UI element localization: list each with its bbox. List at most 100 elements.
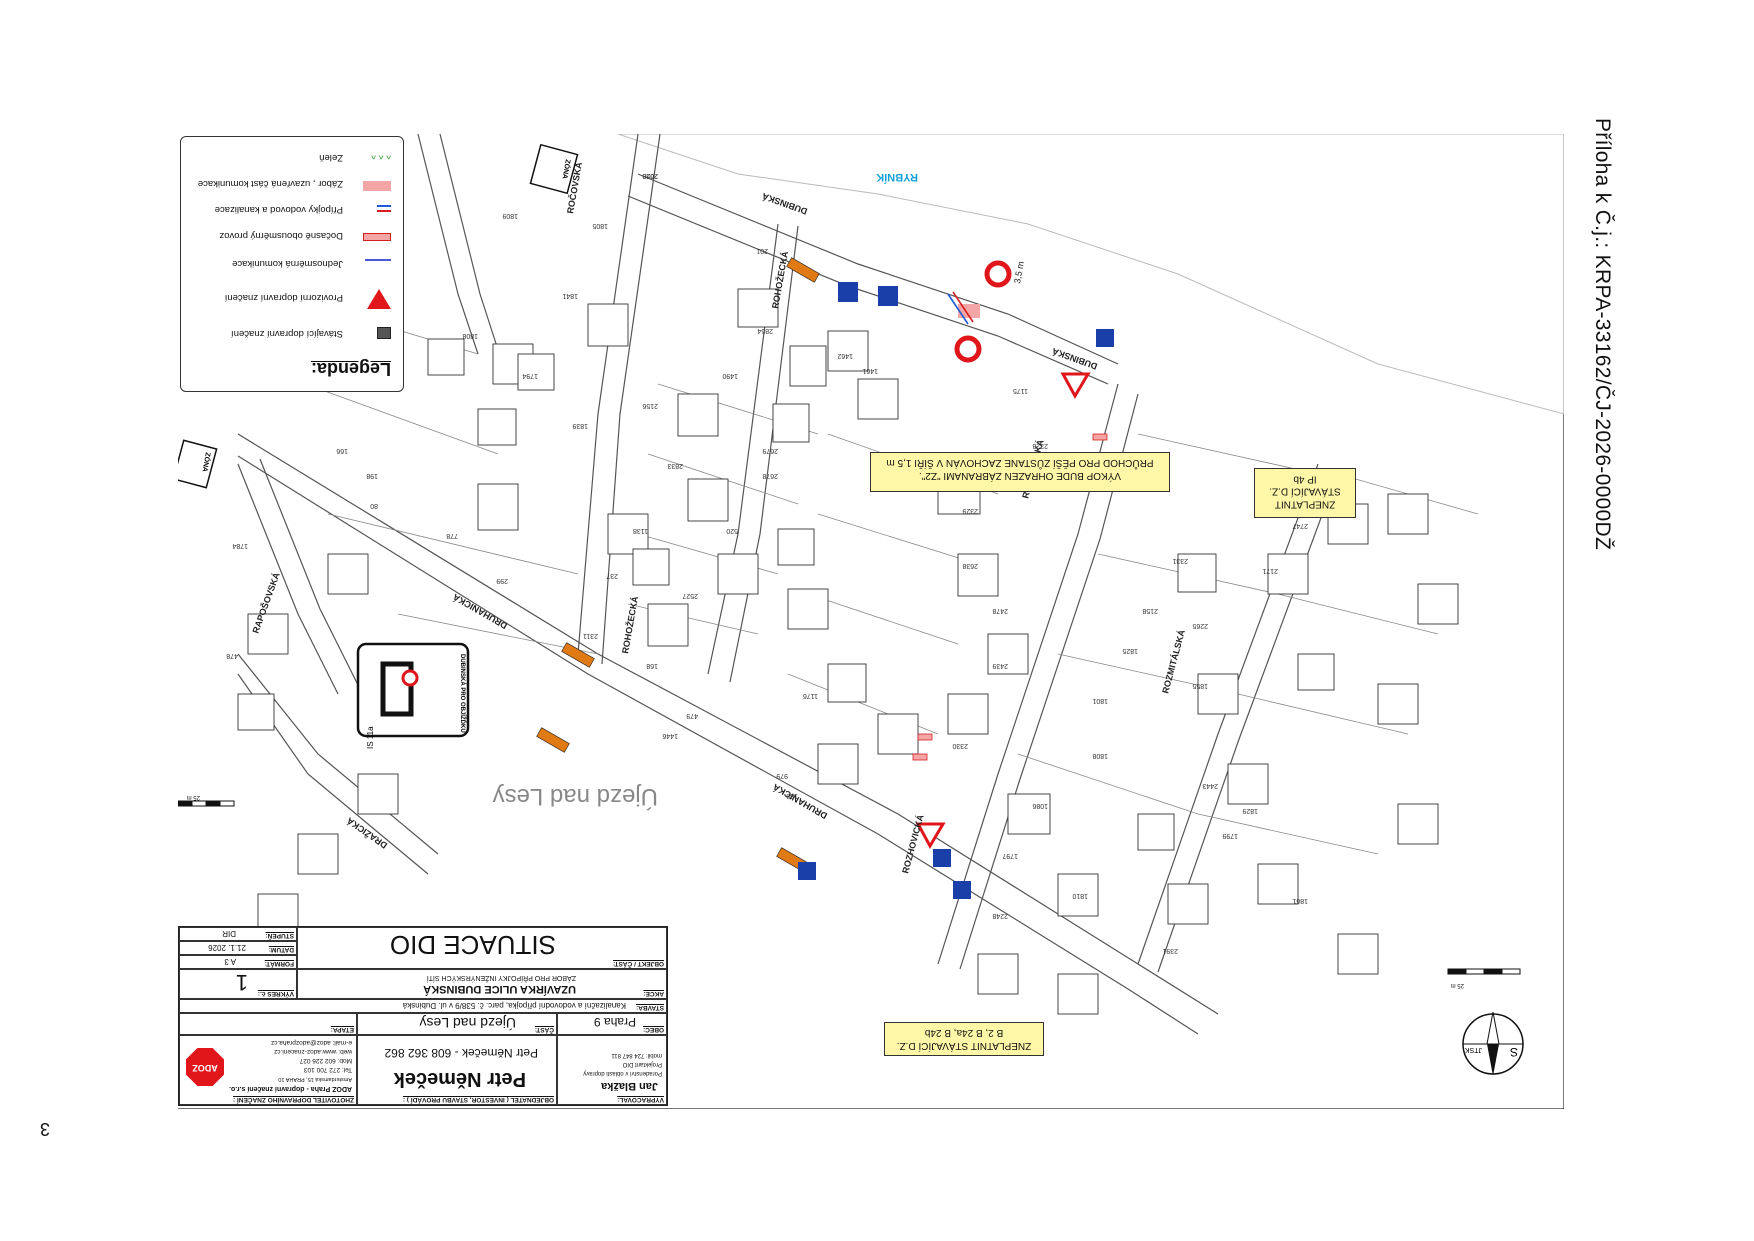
tb-action-1: ZÁBOR PRO PŘÍPOJKY INŽENÝRSKÝCH SÍTÍ [426,974,576,981]
is11a-code: IS 11a [366,726,375,749]
parcel-number: 2638 [962,562,978,569]
parcel-number: 2028 [642,172,658,179]
parcel-number: 2265 [1192,622,1208,629]
adoz-logo-text: ADOZ [192,1063,218,1073]
twoway-arrow-icon [355,227,391,241]
parcel-number: 1794 [522,372,538,379]
tb-author: VYPRACOVAL: Jan Blažka Poradenství v obl… [557,1035,667,1105]
note-b2-line1: ZNEPLATNIT STÁVAJÍCÍ D.Z. [896,1040,1032,1051]
tb-municipality-value: Praha 9 [593,1015,636,1029]
map-drawing: DUBINSKÁ ROHOŽECKÁ ROČOVSKÁ DRUHANICKÁ R… [178,134,1564,1109]
street-label-7: DRAŽICKÁ [344,815,389,851]
legend-item-5: Zábor , uzavřená část komunikace [197,178,343,189]
note-b2-line2: B 2, B 24a, B 24b [924,1027,1004,1039]
detour-sign-is11a: IS 11a DUBINSKÁ PRO OBJÍŽĎKU [356,642,470,749]
tb-stage-value: DIR [222,929,236,938]
tb-part: ČÁST: Újezd nad Lesy [357,1013,557,1035]
service-connections [947,291,974,325]
parcel-number: 237 [606,572,618,579]
parcel-number: 2311 [583,632,598,639]
note-invalidate-ip4b: ZNEPLATNIT STÁVAJÍCÍ D.Z. IP 4b [1254,468,1356,518]
parcel-number: 2171 [1262,567,1278,574]
parcel-numbers: 2028180918051841180820128541794183921561… [226,172,1308,954]
parcel-number: 168 [646,662,658,669]
page-number: 3 [40,1119,51,1139]
parcel-number: 778 [446,532,458,539]
sign-b1-closure [954,260,1012,363]
tb-client-name: Petr Němeček [393,1068,526,1090]
tb-action: AKCE: UZAVÍRKA ULICE DUBINSKÁ ZÁBOR PRO … [297,969,667,999]
legend-item-3: Dočasně obousměrný provoz [219,230,343,241]
note-excavation-line1: VÝKOP BUDE OHRAZEN ZÁBRANAMI "Z2". [919,470,1121,481]
temp-sign-icon [355,289,391,309]
sign-a9-triangle [915,372,1091,850]
tb-stage: STUPEŇ: DIR [179,927,297,941]
annex-label: Příloha k Č.j.: KRPA-33162/ČJ-2026-0000D… [1591,118,1614,551]
legend-item-2: Jednosměrná komunikace [232,258,343,269]
adoz-logo-icon: ADOZ [186,1048,224,1086]
parcel-number: 1808 [1092,752,1108,759]
tb-construction-value: Kanalizační a vodovodní přípojka, parc. … [402,1001,626,1010]
tb-contractor-5: e-mail: adoz@adozpraha.cz [270,1039,352,1046]
parcel-number: 1808 [462,332,478,339]
scale-label-right: 25 m [1451,982,1464,988]
parcel-number: 2650 [642,172,658,179]
legend-item-6: Zeleň [319,152,343,163]
note-ip4b-line1: ZNEPLATNIT [1274,498,1336,510]
road-dubinska [627,173,1119,385]
parcel-number: 1138 [633,527,648,534]
tb-author-label: VYPRACOVAL: [617,1096,664,1103]
road-rohozecka [577,134,799,683]
parcel-number: 188 [786,792,798,799]
tb-contractor-label: ZHOTOVITEL DOPRAVNÍHO ZNAČENÍ : [233,1096,354,1103]
scale-bar-right: 25 m [1447,968,1521,988]
parcel-number: 2747 [1292,522,1308,529]
tb-author-role-2: mobil: 724 847 811 [611,1052,662,1058]
legend-item-4: Přípojky vodovod a kanalizace [214,204,343,215]
dimension-label: 3,5 m [1012,260,1026,284]
existing-sign-icon [355,325,391,339]
tb-contractor-0: ADOZ Praha - dopravní značení s.r.o. [229,1085,352,1092]
district-label: Újezd nad Lesy [493,783,658,810]
parcel-number: 1490 [722,372,738,379]
parcel-number: 2328 [1032,442,1048,449]
parcel-number: 299 [496,577,508,584]
tb-drawing-no-label: VÝKRES č.: [257,990,294,997]
tb-author-name: Jan Blažka [601,1080,658,1092]
note-invalidate-b2: ZNEPLATNIT STÁVAJÍCÍ D.Z. B 2, B 24a, B … [884,1022,1044,1056]
parcel-number: 1825 [1122,647,1138,654]
pond-area [617,134,1564,415]
tb-client-label: OBJEDNATEL ( INVESTOR, STAVBU PROVÁDÍ ) … [402,1096,554,1103]
legend-item-1: Provizorní dopravní značení [224,292,343,303]
is11a-detour-text: DUBINSKÁ PRO OBJÍŽĎKU [459,654,467,733]
parcel-number: 479 [686,712,698,719]
zone-sign-left: ZÓNA [178,439,218,489]
zone-sign-top: ZÓNA [529,143,579,195]
parcel-number: 1462 [837,352,853,359]
tb-date: DATUM: 21.1. 2026 [179,941,297,955]
tb-action-label: AKCE: [643,990,664,997]
tb-contractor-2: Tel: 272 700 103 [303,1066,352,1073]
tb-date-label: DATUM: [268,946,294,953]
closure-area-icon [355,177,391,191]
pond-label: RYBNÍK [876,171,918,184]
parcel-number: 166 [336,447,348,454]
tb-part-value: Újezd nad Lesy [419,1015,516,1031]
parcel-number: 1839 [572,422,588,429]
parcel-number: 2679 [762,447,778,454]
tb-contractor-3: Mob: 602 226 027 [299,1057,352,1064]
parcel-number: 2833 [667,462,683,469]
tb-phase: ETAPA: [179,1013,357,1035]
parcel-number: 2854 [757,327,773,334]
greenery-icon: ^ ^ ^ [371,149,391,160]
street-label-3: DRUHANICKÁ [451,592,509,631]
north-jtsk: JTSK [1465,1046,1482,1053]
parcel-number: 478 [226,652,238,659]
street-label-roz2: ROZHOVICKÁ [900,813,925,875]
tb-drawing-number: 1 [235,970,248,995]
note-excavation-line2: PRŮCHOD PRO PĚŠÍ ZŮSTANE ZACHOVÁN V ŠÍŘI… [886,457,1154,469]
parcel-number: 1841 [562,292,578,299]
parcel-number: 2478 [992,607,1008,614]
temporary-barriers [536,257,820,873]
map-area: DUBINSKÁ ROHOŽECKÁ ROČOVSKÁ DRUHANICKÁ R… [178,134,1564,1109]
